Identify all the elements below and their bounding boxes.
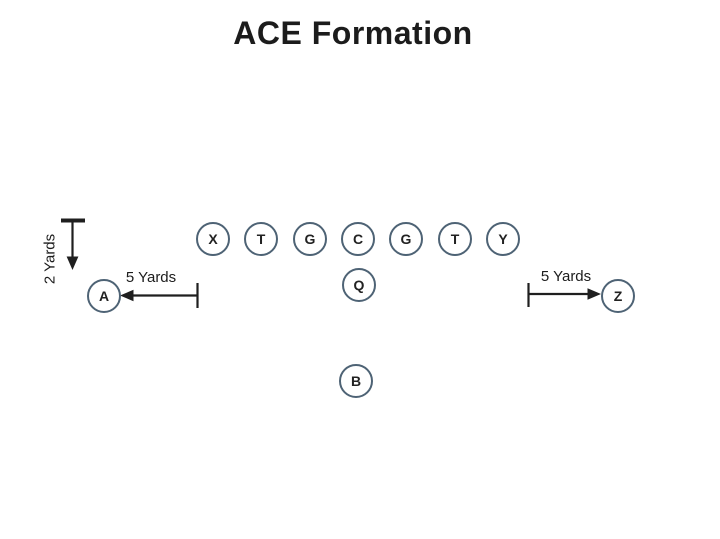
player-label: Q xyxy=(353,277,365,293)
player-label: X xyxy=(208,231,218,247)
player-label: G xyxy=(304,231,316,247)
player-circle-y: Y xyxy=(486,222,520,256)
two-yards-label: 2 Yards xyxy=(41,233,59,285)
left-five-yards-arrow xyxy=(120,283,199,308)
slide-title: ACE Formation xyxy=(233,15,473,51)
right-five-yards-arrow xyxy=(527,283,601,307)
player-circle-q: Q xyxy=(342,268,376,302)
player-circle-lg: G xyxy=(293,222,327,256)
player-circle-c: C xyxy=(341,222,375,256)
left-five-yards-label: 5 Yards xyxy=(125,269,177,286)
player-label: T xyxy=(450,231,460,247)
player-circle-x: X xyxy=(196,222,230,256)
player-circle-rt: T xyxy=(438,222,472,256)
player-circle-lt: T xyxy=(244,222,278,256)
player-label: G xyxy=(400,231,412,247)
player-label: A xyxy=(98,288,110,304)
right-five-yards-label: 5 Yards xyxy=(540,268,592,285)
two-yards-arrow xyxy=(61,218,85,270)
player-label: Y xyxy=(498,231,508,247)
player-label: T xyxy=(256,231,266,247)
player-label: Z xyxy=(613,288,623,304)
player-circle-b: B xyxy=(339,364,373,398)
player-label: C xyxy=(352,231,364,247)
player-circle-rg: G xyxy=(389,222,423,256)
player-circle-a: A xyxy=(87,279,121,313)
player-circle-z: Z xyxy=(601,279,635,313)
player-label: B xyxy=(350,373,362,389)
